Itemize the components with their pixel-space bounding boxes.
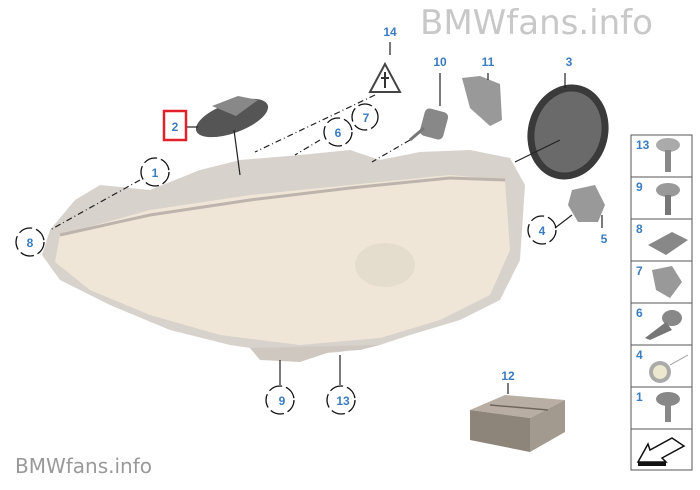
- callout-10[interactable]: 10: [433, 55, 447, 69]
- headlamp-assembly[interactable]: [42, 150, 525, 362]
- sidebar-item-7[interactable]: 7: [630, 260, 693, 304]
- sidebar-item-label: 13: [636, 138, 650, 152]
- callout-circle-7: [351, 103, 379, 131]
- callout-circle-13: [326, 385, 356, 415]
- sidebar-item-4[interactable]: 4: [630, 344, 693, 388]
- arrow-down-left-icon: [636, 437, 686, 463]
- highlight-box-part-2: [162, 109, 188, 142]
- callout-2[interactable]: 2: [172, 120, 179, 134]
- callout-13[interactable]: 13: [336, 394, 350, 408]
- callout-1[interactable]: 1: [152, 166, 159, 180]
- sidebar-item-1[interactable]: 1: [630, 386, 693, 430]
- part-2-cover-cap[interactable]: [191, 91, 273, 145]
- part-14-warning-label[interactable]: [368, 61, 402, 93]
- part-4-bulb-socket[interactable]: [568, 185, 605, 222]
- sidebar-item-label: 6: [636, 306, 643, 320]
- sidebar-item-label: 4: [636, 348, 643, 362]
- callout-8[interactable]: 8: [27, 236, 34, 250]
- callout-5[interactable]: 5: [601, 232, 608, 246]
- sidebar-item-label: 7: [636, 264, 643, 278]
- part-12-box[interactable]: [470, 395, 565, 452]
- callout-circle-8: [15, 227, 45, 257]
- sidebar-item-label: 1: [636, 390, 643, 404]
- sidebar-item-label: 9: [636, 180, 643, 194]
- sidebar-arrow-item[interactable]: [630, 428, 693, 471]
- part-11-bracket[interactable]: [462, 76, 502, 126]
- callout-14[interactable]: 14: [383, 25, 397, 39]
- callout-11[interactable]: 11: [482, 55, 495, 69]
- sidebar-item-8[interactable]: 8: [630, 218, 693, 262]
- sidebar-item-13[interactable]: 13: [630, 134, 693, 178]
- callout-circle-6: [323, 117, 353, 147]
- small-parts-sidebar: 13 9 8 7 6 4: [630, 134, 693, 471]
- part-3-cover-lid[interactable]: [517, 75, 619, 188]
- callout-7[interactable]: 7: [363, 111, 370, 125]
- watermark-bottom: BMWfans.info: [15, 454, 153, 478]
- callout-circle-1: [140, 157, 170, 187]
- leader-lines: [49, 42, 603, 394]
- callout-12[interactable]: 12: [501, 369, 515, 383]
- watermark-top: BMWfans.info: [420, 3, 653, 43]
- callout-4[interactable]: 4: [539, 224, 546, 238]
- callout-9[interactable]: 9: [279, 394, 286, 408]
- sidebar-item-9[interactable]: 9: [630, 176, 693, 220]
- callout-circle-9: [265, 385, 295, 415]
- callout-circle-4: [527, 215, 557, 245]
- sidebar-item-label: 8: [636, 222, 643, 236]
- callout-6[interactable]: 6: [335, 126, 342, 140]
- part-10-actuator[interactable]: [409, 107, 449, 142]
- sidebar-item-6[interactable]: 6: [630, 302, 693, 346]
- callout-3[interactable]: 3: [566, 55, 573, 69]
